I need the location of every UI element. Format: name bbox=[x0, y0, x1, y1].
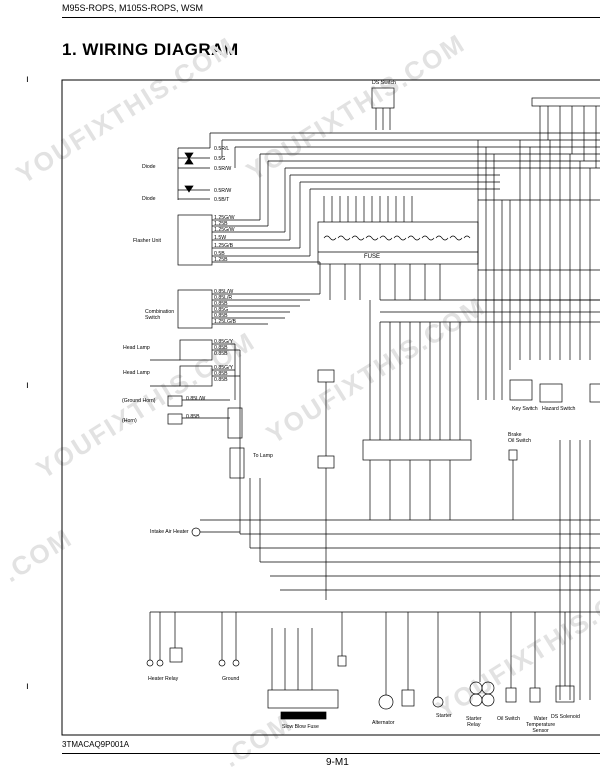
alternator-label: Alternator bbox=[372, 720, 395, 726]
head-lamp-label: Head Lamp bbox=[123, 345, 150, 351]
starter-label: Starter bbox=[436, 713, 452, 719]
water-temperature-sensor-label: Water Temperature Sensor bbox=[526, 716, 556, 734]
brake-oil-switch-label: Brake Oil Switch bbox=[508, 432, 532, 444]
page-title: 1. WIRING DIAGRAM bbox=[62, 40, 239, 59]
wire-code: 1.25LG/B bbox=[214, 319, 236, 325]
intake-air-heater-label: Intake Air Heater bbox=[150, 529, 189, 535]
wire-code: 0.85B bbox=[214, 351, 228, 357]
wire-code: 0.5G bbox=[214, 156, 226, 162]
page-number: 9-M1 bbox=[326, 757, 349, 768]
wire-code: 0.85L/W bbox=[214, 289, 234, 295]
starter-relay-label: Starter Relay bbox=[466, 716, 482, 728]
wire-code: 0.85B bbox=[214, 377, 228, 383]
hazard-switch-label: Hazard Switch bbox=[542, 406, 576, 412]
wire-code: 0.85B bbox=[214, 313, 228, 319]
heater-relay-label: Heater Relay bbox=[148, 676, 179, 682]
wire-code: 0.85B bbox=[186, 414, 200, 420]
wire-code: 1.5W bbox=[214, 235, 227, 241]
wire-code: 1.25G/W bbox=[214, 215, 235, 221]
key-switch-label: Key Switch bbox=[512, 406, 538, 412]
margin-mark: ı bbox=[26, 74, 29, 85]
wire-code: 0.5R/W bbox=[214, 166, 232, 172]
margin-mark: ı bbox=[26, 681, 29, 692]
page-header: M95S-ROPS, M105S-ROPS, WSM bbox=[62, 3, 204, 13]
wire-code: 0.85G/Y bbox=[214, 365, 234, 371]
ds-switch-label: DS Switch bbox=[372, 80, 396, 86]
wire-code: 1.25G/B bbox=[214, 243, 234, 249]
flasher-unit-label: Flasher Unit bbox=[133, 238, 161, 244]
wire-code: 0.5B/T bbox=[214, 197, 230, 203]
wire-code: 0.85L/R bbox=[214, 295, 233, 301]
wire-code: 0.85L/W bbox=[186, 396, 206, 402]
wire-code: 1.25B bbox=[214, 257, 228, 263]
wire-code: 0.5R/W bbox=[214, 188, 232, 194]
fuse-label: FUSE bbox=[364, 254, 381, 260]
to-lamp-label: To Lamp bbox=[253, 453, 273, 459]
footer-rule bbox=[62, 753, 600, 754]
wire-code: 0.5R/L bbox=[214, 146, 230, 152]
wire-code: 0.85B bbox=[214, 301, 228, 307]
ground-horn-label: (Ground Horn) bbox=[122, 398, 156, 404]
head-lamp-label: Head Lamp bbox=[123, 370, 150, 376]
horn-label: (Horn) bbox=[122, 418, 137, 424]
wire-code: 1.25G/W bbox=[214, 227, 235, 233]
wire-code: 0.85G/Y bbox=[214, 339, 234, 345]
wire-code: 0.85B bbox=[214, 371, 228, 377]
wire-code: 0.85B bbox=[214, 345, 228, 351]
header-rule bbox=[62, 17, 600, 18]
slow-blow-fuse-label: Slow Blow Fuse bbox=[282, 724, 319, 730]
diode-label: Diode bbox=[142, 164, 156, 170]
oil-switch-label: Oil Switch bbox=[497, 716, 521, 722]
ds-solenoid-label: DS Solenoid bbox=[551, 714, 580, 720]
wire-code: 0.85G bbox=[214, 307, 229, 313]
wire-code: 1.25B bbox=[214, 221, 228, 227]
margin-mark: ı bbox=[26, 380, 29, 391]
figure-code: 3TMACAQ9P001A bbox=[62, 740, 130, 749]
diode-label: Diode bbox=[142, 196, 156, 202]
ground-label: Ground bbox=[222, 676, 240, 682]
combination-switch-label: Combination Switch bbox=[145, 309, 175, 321]
wire-code: 0.5B bbox=[214, 251, 225, 257]
